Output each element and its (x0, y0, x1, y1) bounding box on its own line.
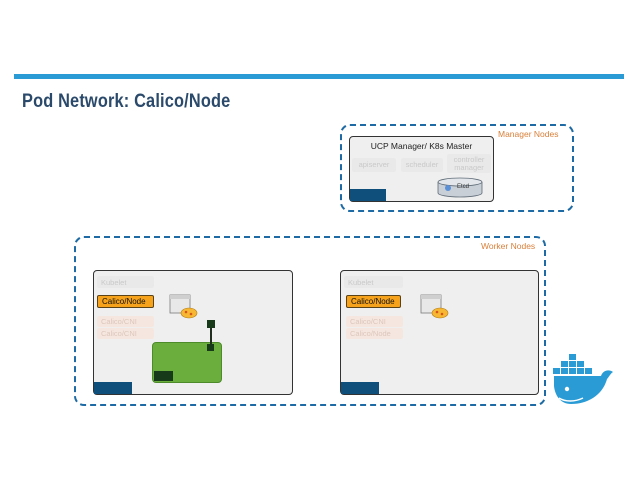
controller-manager-component: controller manager (447, 154, 491, 173)
calico-cat-icon (420, 294, 449, 319)
calico-cni-component: Calico/CNI (346, 316, 403, 327)
slide-title: Pod Network: Calico/Node (22, 91, 231, 112)
manager-nodes-group (340, 124, 574, 212)
pod-container (154, 371, 173, 381)
apiserver-component: apiserver (352, 158, 396, 172)
calico-cat-icon (169, 294, 198, 319)
worker-nodes-label: Worker Nodes (481, 241, 536, 251)
calico-node-faded-component: Calico/Node (346, 328, 403, 339)
kubelet-component: Kubelet (344, 276, 403, 288)
etcd-database-icon (437, 177, 483, 198)
pod-endpoint-bottom (207, 344, 214, 351)
calico-cni-component: Calico/CNI (97, 316, 154, 327)
worker-node-1: Kubelet Calico/Node Calico/CNI Calico/CN… (93, 270, 293, 395)
docker-whale-icon (553, 354, 613, 404)
kubelet-component: Kubelet (97, 276, 154, 288)
manager-nodes-label: Manager Nodes (498, 129, 559, 139)
calico-node-component: Calico/Node (97, 295, 154, 308)
header-accent-bar (14, 74, 624, 79)
manager-host-title: UCP Manager/ K8s Master (370, 141, 473, 151)
worker-nodes-group (74, 236, 546, 406)
calico-node-component: Calico/Node (346, 295, 401, 308)
manager-host: UCP Manager/ K8s Master apiserver schedu… (349, 136, 494, 202)
calico-cni-component: Calico/CNI (97, 328, 154, 339)
pod-endpoint-top (207, 320, 215, 328)
etcd-label: Etcd (457, 184, 470, 190)
manager-host-bar (350, 189, 386, 201)
worker-node-2-bar (341, 382, 379, 394)
worker-node-2: Kubelet Calico/Node Calico/CNI Calico/No… (340, 270, 539, 395)
pod-link (210, 328, 212, 345)
scheduler-component: scheduler (401, 158, 443, 172)
worker-node-1-bar (94, 382, 132, 394)
